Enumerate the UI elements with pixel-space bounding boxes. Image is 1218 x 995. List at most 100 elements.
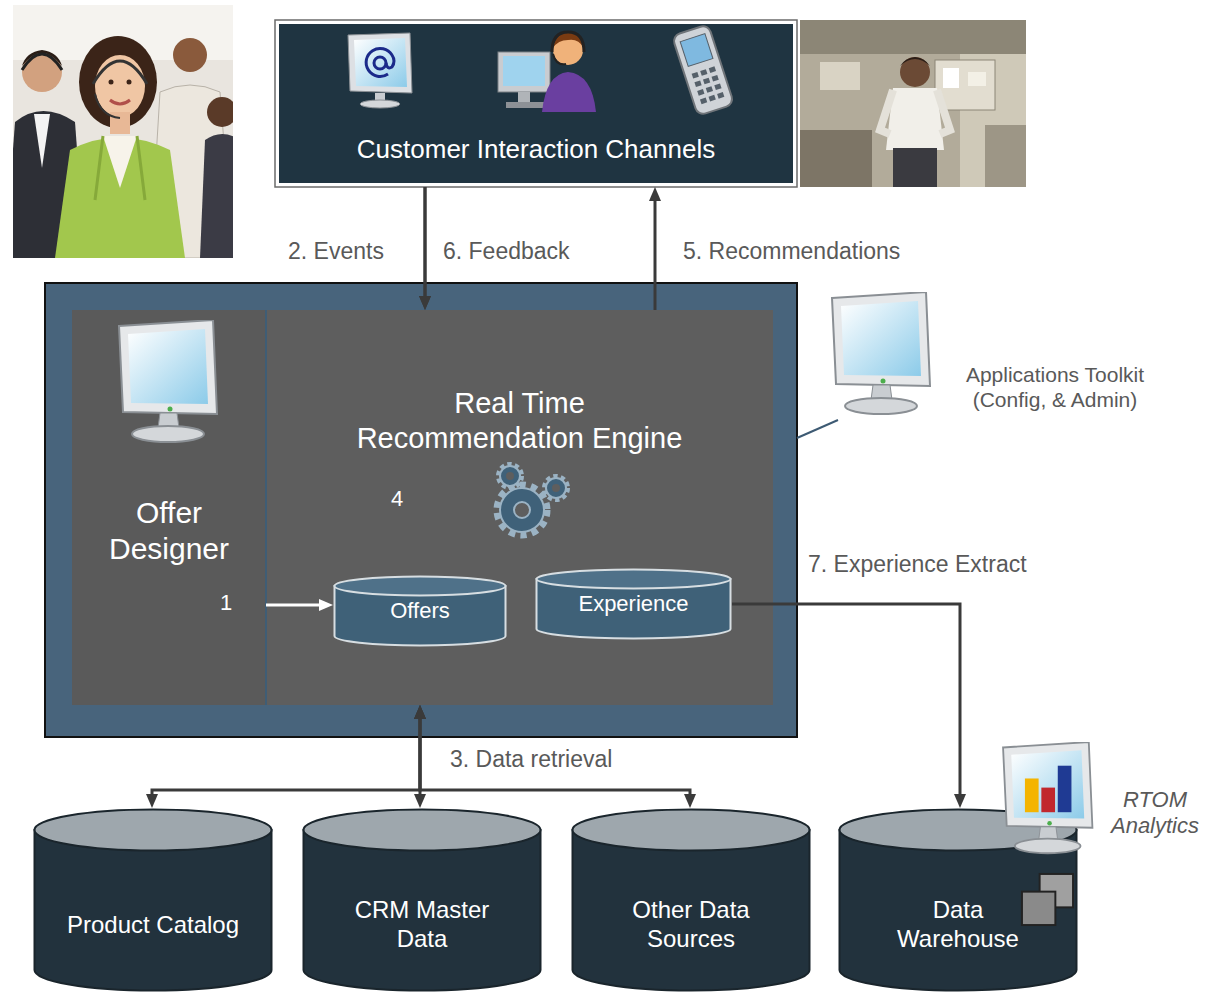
designer-monitor-icon <box>119 320 217 442</box>
call-center-photo <box>13 5 233 258</box>
phone-icon <box>672 24 734 116</box>
edge-label: 3. Data retrieval <box>450 746 612 774</box>
call-center-photo-part <box>110 100 130 104</box>
cylinder-top <box>573 810 810 851</box>
agent-icon-part <box>506 102 546 108</box>
channels-frame <box>275 20 797 187</box>
system-frame-part <box>265 310 267 705</box>
call-center-photo-part <box>22 54 62 70</box>
callout-number-box: 4 <box>385 486 409 512</box>
database: Product Catalog <box>33 808 273 992</box>
node-text: Real Time Recommendation Engine <box>347 386 692 456</box>
email-monitor-icon-part <box>374 57 386 69</box>
office-photo-part <box>820 62 860 90</box>
email-monitor-icon <box>348 33 412 108</box>
toolkit-monitor-icon <box>832 292 930 414</box>
office-photo-part <box>943 68 959 88</box>
edge-label-box: 2. Events <box>288 238 384 266</box>
squares-icon <box>1022 874 1073 925</box>
gears-icon-part <box>499 465 521 487</box>
office-photo-part <box>800 130 872 187</box>
agent-icon-part <box>518 92 530 102</box>
node-text: CRM Master Data <box>347 896 497 954</box>
node-text: Customer Interaction Channels <box>296 134 776 165</box>
node-text: Product Catalog <box>43 911 263 940</box>
office-photo <box>800 20 1026 187</box>
node-text: Offers <box>345 598 495 624</box>
office-photo-part <box>900 57 930 66</box>
node-text: Offer Designer <box>84 495 254 567</box>
edge-label: 6. Feedback <box>443 238 570 266</box>
call-center-photo-part <box>95 94 120 118</box>
phone-icon-part-part <box>714 83 721 90</box>
phone-icon-part-part <box>692 72 699 79</box>
call-center-photo-part <box>173 38 207 72</box>
cylinder-body <box>304 830 541 990</box>
warehouse-database: Data Warehouse <box>838 808 1078 992</box>
gears-icon-part <box>506 472 514 480</box>
toolkit-label: Applications Toolkit (Config, & Admin) <box>935 362 1175 412</box>
edge-label-box: 1 <box>220 590 232 616</box>
phone-icon-part-part <box>706 86 713 93</box>
cylinder-body <box>573 830 810 990</box>
phone-icon-part <box>672 24 734 116</box>
offers-store: Offers <box>333 575 507 647</box>
cylinder-top <box>304 810 541 851</box>
email-monitor-icon-part <box>366 48 394 76</box>
call-center-photo-part <box>95 136 145 200</box>
call-center-photo-part <box>95 55 145 117</box>
call-center-photo-part <box>207 97 233 127</box>
connector <box>732 604 960 800</box>
office-photo-part <box>800 20 1026 187</box>
email-monitor-icon-part <box>348 33 412 93</box>
gears-icon <box>498 465 567 534</box>
node-text: Data Warehouse <box>888 896 1028 954</box>
edge-label-box: 5. Recommendations <box>683 238 900 266</box>
edge-label: 2. Events <box>288 238 384 266</box>
phone-icon-part-part <box>712 75 719 82</box>
cylinder-top <box>35 810 272 851</box>
connector <box>424 187 427 302</box>
office-photo-part <box>880 90 950 134</box>
call-center-photo-part <box>34 114 50 168</box>
agent-icon-part <box>503 56 545 86</box>
edge-label-box: 3. Data retrieval <box>450 746 612 774</box>
edge-label: 5. Recommendations <box>683 238 900 266</box>
call-center-photo-part <box>200 134 233 258</box>
cylinder-body <box>840 830 1077 990</box>
agent-icon-part <box>498 52 550 92</box>
cylinder-top <box>537 570 731 589</box>
analytics-label-box: RTOM Analytics <box>1098 787 1212 840</box>
cylinder-body <box>35 830 272 990</box>
phone-icon-part-part <box>697 89 704 96</box>
phone-icon-part <box>692 66 725 104</box>
experience-store: Experience <box>535 568 732 640</box>
node-text: Experience <box>546 591 721 617</box>
office-photo-part <box>985 125 1026 187</box>
cylinder-shape <box>33 808 273 992</box>
analytics-label: RTOM Analytics <box>1098 787 1212 840</box>
call-center-photo-part <box>93 61 147 84</box>
edge-label-box: 6. Feedback <box>443 238 570 266</box>
phone-icon-part-part <box>700 69 707 76</box>
call-center-photo-part <box>110 112 130 134</box>
phone-icon-part-part <box>717 92 724 99</box>
system-frame <box>45 283 797 737</box>
analytics-monitor-icon <box>1003 742 1092 853</box>
connector <box>266 604 325 607</box>
office-photo-part <box>893 148 937 187</box>
toolkit-link-line <box>797 420 838 438</box>
toolkit-label-box: Applications Toolkit (Config, & Admin) <box>935 362 1175 412</box>
cylinder-top <box>335 577 506 596</box>
phone-icon-part-part <box>700 98 707 105</box>
call-center-photo-part <box>109 80 114 85</box>
connector <box>424 187 427 302</box>
agent-icon-part <box>542 72 596 112</box>
system-frame-part <box>45 283 797 737</box>
office-photo-part <box>800 20 1026 54</box>
callout-number: 4 <box>385 486 409 512</box>
edge-label-box: 7. Experience Extract <box>808 551 1027 579</box>
call-center-photo-part <box>103 136 137 188</box>
